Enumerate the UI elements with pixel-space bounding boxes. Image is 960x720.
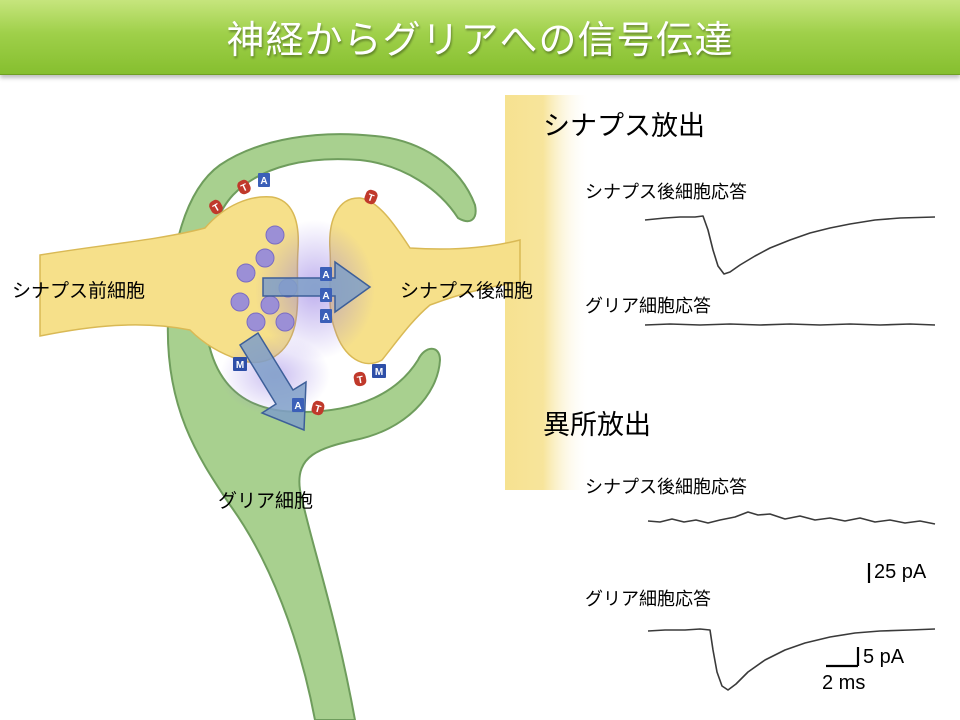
label-postsynaptic-cell: シナプス後細胞: [400, 280, 534, 302]
trace-synaptic-glia: [644, 323, 936, 326]
title-bar: 神経からグリアへの信号伝達: [0, 0, 960, 75]
svg-text:A: A: [260, 176, 267, 187]
trace-synaptic-postsynaptic: [644, 215, 936, 275]
trace-ectopic-glia: [647, 628, 936, 691]
heading-synaptic-release: シナプス放出: [543, 111, 705, 142]
a-receptor: A: [320, 267, 332, 281]
a-receptor: A: [292, 398, 304, 412]
vesicle: [246, 312, 266, 332]
t-receptor: T: [364, 189, 378, 205]
slide-title: 神経からグリアへの信号伝達: [226, 18, 734, 62]
receptor-badges: T T A T A A A T M M A T: [209, 173, 386, 416]
trace-label-synaptic-postsynaptic: シナプス後細胞応答: [585, 182, 747, 203]
heading-ectopic-release: 異所放出: [543, 410, 651, 441]
label-glia-cell: グリア細胞: [218, 490, 314, 512]
t-receptor: T: [237, 179, 251, 195]
a-receptor: A: [320, 288, 332, 302]
svg-text:M: M: [375, 367, 383, 378]
svg-text:M: M: [236, 360, 244, 371]
synaptic-release-arrow: [262, 260, 372, 314]
vesicle: [265, 225, 285, 245]
trace-ectopic-postsynaptic: [647, 511, 936, 525]
svg-text:T: T: [240, 182, 250, 195]
scale-bars: [826, 563, 871, 668]
trace-label-ectopic-postsynaptic: シナプス後細胞応答: [585, 477, 747, 498]
svg-text:A: A: [322, 312, 329, 323]
svg-text:A: A: [322, 291, 329, 302]
svg-text:T: T: [313, 403, 322, 415]
trace-label-synaptic-glia: グリア細胞応答: [585, 296, 711, 317]
scale-label-5pa: 5 pA: [863, 646, 905, 668]
a-receptor: A: [258, 173, 270, 187]
scale-label-25pa: 25 pA: [874, 561, 927, 583]
label-presynaptic-cell: シナプス前細胞: [12, 280, 146, 302]
svg-text:A: A: [322, 270, 329, 281]
svg-text:T: T: [366, 192, 376, 204]
svg-text:A: A: [294, 401, 301, 412]
vesicle: [260, 295, 280, 315]
a-receptor: A: [320, 309, 332, 323]
m-receptor: M: [233, 357, 247, 371]
svg-text:T: T: [211, 202, 222, 215]
t-receptor: T: [209, 199, 223, 215]
scale-label-2ms: 2 ms: [822, 672, 866, 694]
recording-traces: [644, 215, 936, 691]
t-receptor: T: [311, 400, 325, 416]
vesicle: [255, 248, 275, 268]
ectopic-release-arrow: [238, 331, 307, 432]
m-receptor: M: [372, 364, 386, 378]
trace-label-ectopic-glia: グリア細胞応答: [585, 589, 711, 610]
postsynaptic-dendrite: [505, 95, 590, 490]
svg-text:T: T: [356, 375, 364, 387]
t-receptor: T: [353, 371, 367, 387]
vesicle: [236, 263, 256, 283]
vesicle: [275, 312, 295, 332]
vesicle: [230, 292, 250, 312]
